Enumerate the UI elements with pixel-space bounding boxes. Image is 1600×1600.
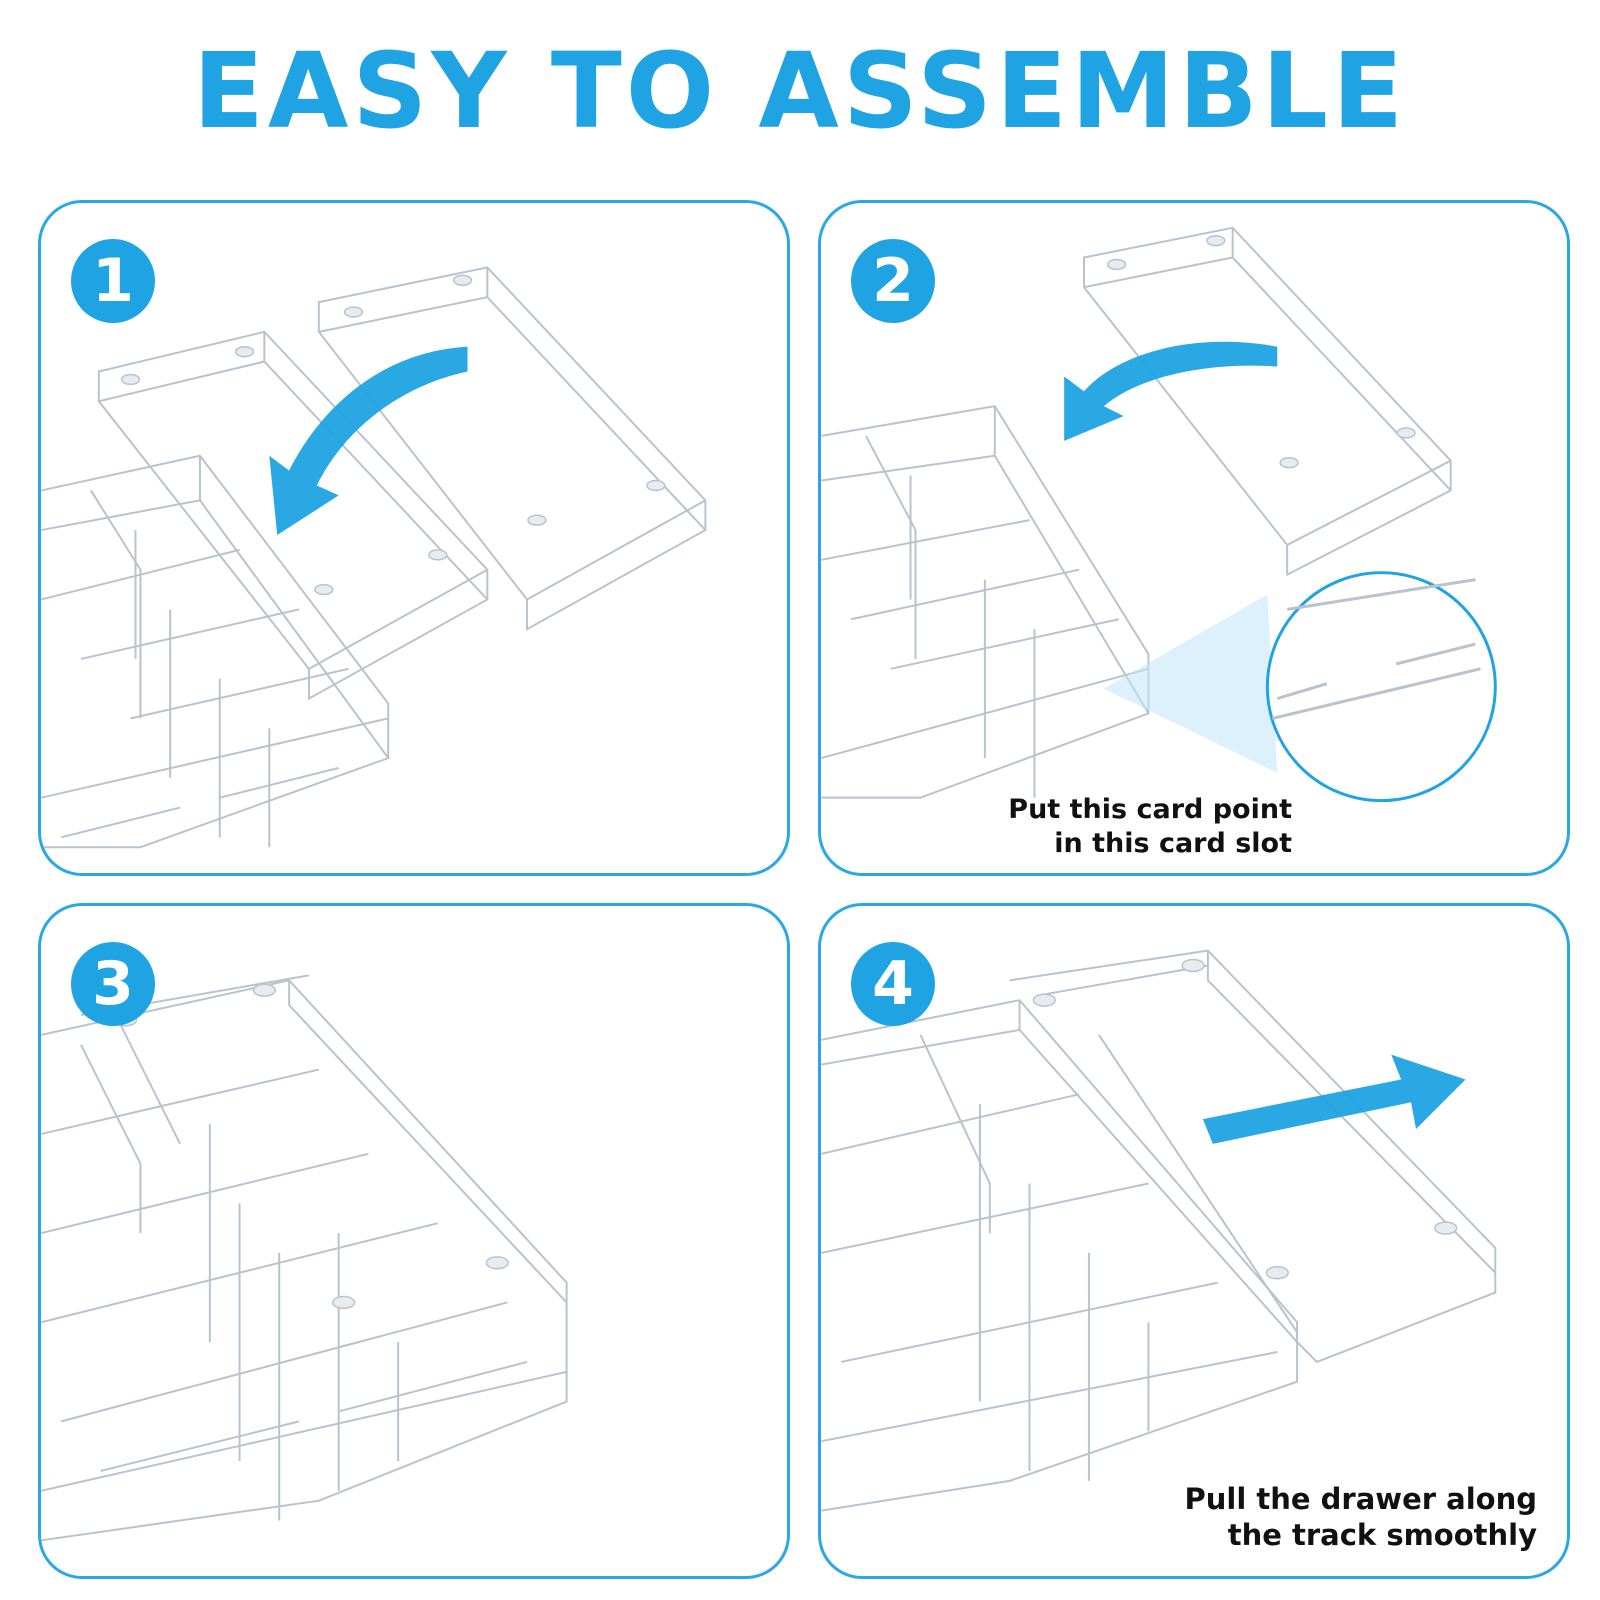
step-4-panel: 4 Pull the drawer along the track smooth… [818, 903, 1570, 1579]
step-2-illustration [821, 226, 1497, 803]
step-2-caption-line-1: Put this card point [1008, 794, 1292, 825]
step-1-panel: 1 [38, 200, 790, 876]
step-2-panel: 2 Put this card point in this card slot [818, 200, 1570, 876]
step-3-badge: 3 [71, 942, 155, 1026]
step-2-badge: 2 [851, 239, 935, 323]
step-4-illustration [821, 949, 1497, 1512]
step-2-caption-line-2: in this card slot [1054, 827, 1292, 859]
step-3-illustration [41, 974, 568, 1542]
step-4-caption: Pull the drawer along the track smoothly [1185, 1481, 1537, 1554]
step-4-caption-line-1: Pull the drawer along [1184, 1482, 1537, 1516]
step-4-caption-line-2: the track smoothly [1227, 1518, 1537, 1553]
step-1-illustration [41, 266, 707, 849]
page-title: EASY TO ASSEMBLE [192, 30, 1408, 152]
step-1-badge: 1 [71, 239, 155, 323]
step-3-panel: 3 [38, 903, 790, 1579]
step-2-caption: Put this card point in this card slot [1008, 793, 1292, 861]
step-4-badge: 4 [851, 942, 935, 1026]
